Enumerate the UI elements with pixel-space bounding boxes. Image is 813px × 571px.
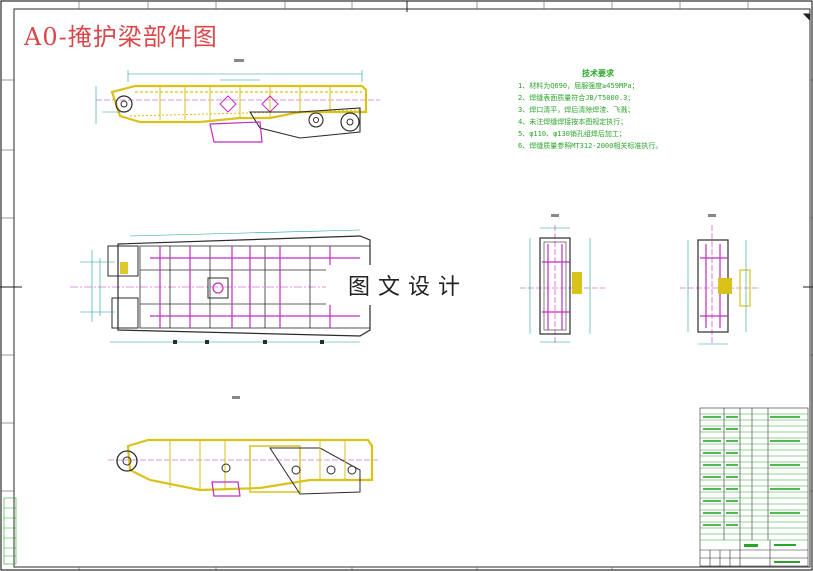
side-view-top: [95, 59, 380, 143]
tech-requirement-item: 6、焊缝质量参照MT312-2000相关标准执行。: [518, 142, 663, 150]
watermark-box: 图文设计: [326, 265, 490, 305]
tech-requirement-item: 1、材料为Q690，屈服强度≥459MPa；: [518, 82, 639, 90]
drawing-title: A0-掩护梁部件图: [24, 23, 218, 51]
tech-requirement-item: 3、焊口清平，焊后清除焊渣、飞溅；: [518, 106, 635, 114]
tech-requirements-heading: 技术要求: [582, 69, 614, 78]
section-view-b: [680, 214, 760, 345]
section-view-a: [520, 214, 605, 345]
margin-stamp: [3, 497, 17, 565]
tech-requirement-item: 2、焊缝表面质量符合JB/T5000.3；: [518, 94, 635, 102]
bom-rows: [700, 413, 808, 541]
tech-requirement-item: 4、未注焊缝焊接按本图规定执行；: [518, 118, 628, 126]
bom-cell-marks: [703, 416, 800, 526]
title-block-marks: [744, 544, 800, 563]
side-view-bottom: [108, 396, 380, 497]
technical-requirements: 技术要求 1、材料为Q690，屈服强度≥459MPa； 2、焊缝表面质量符合JB…: [518, 68, 718, 152]
tech-requirement-item: 5、φ110、φ130销孔组焊后加工；: [518, 130, 626, 138]
watermark: 图文设计: [347, 275, 468, 300]
centre-marks: [0, 1, 813, 288]
title-block: [700, 540, 808, 566]
bill-of-materials: [699, 407, 809, 567]
inner-frame: [13, 8, 811, 568]
